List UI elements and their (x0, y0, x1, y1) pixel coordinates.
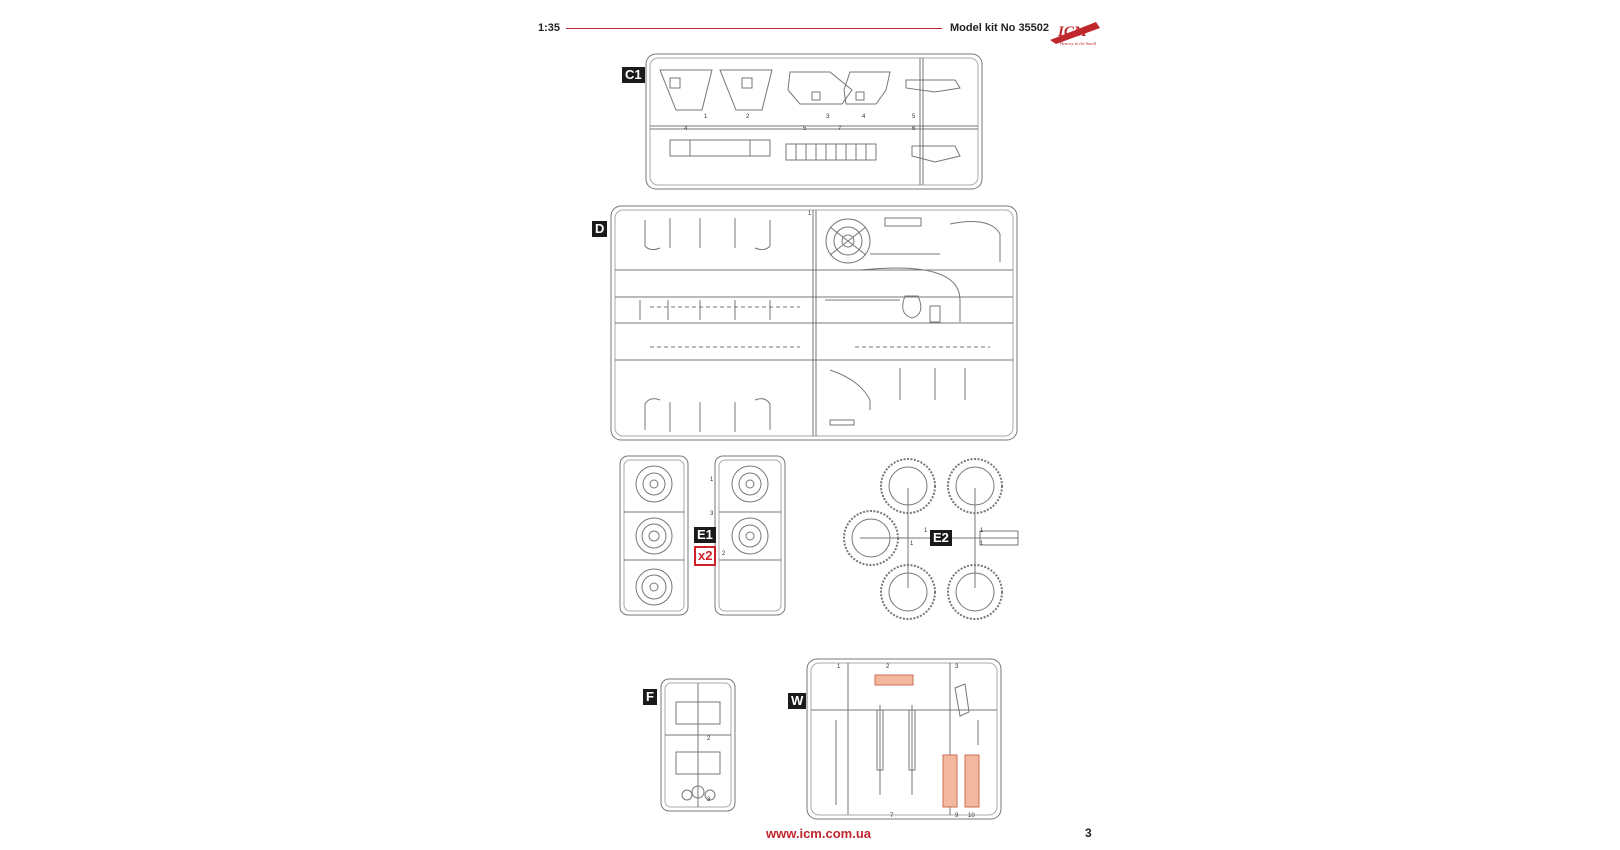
svg-text:2: 2 (722, 551, 726, 557)
sprue-c1-frame (645, 53, 983, 190)
svg-text:9: 9 (955, 813, 959, 819)
svg-text:1: 1 (910, 541, 914, 547)
header-rule (566, 28, 942, 29)
sprue-d-parts (639, 217, 1001, 432)
svg-text:7: 7 (890, 813, 894, 819)
svg-text:5: 5 (912, 114, 916, 120)
sprue-tag-d: D (592, 221, 608, 237)
icm-logo: ICM History in the Small (1046, 18, 1104, 53)
sprue-e1-right (714, 455, 786, 616)
svg-text:6: 6 (912, 126, 916, 132)
svg-text:1: 1 (808, 211, 812, 217)
svg-text:7: 7 (838, 126, 842, 132)
kit-number: Model kit No 35502 (950, 22, 1050, 34)
svg-text:3: 3 (710, 511, 714, 517)
svg-text:2: 2 (746, 114, 750, 120)
svg-text:1: 1 (837, 664, 841, 670)
logo-text: ICM (1057, 24, 1088, 40)
part-numbers: 12 34 56 45 7 1 13 42 11 11 23 12 37 910 (684, 114, 984, 819)
sprue-tag-e1: E1 (694, 527, 716, 543)
sprue-e2-tyres (843, 458, 1019, 620)
sprue-tag-c1: C1 (622, 67, 645, 83)
svg-text:4: 4 (862, 114, 866, 120)
svg-text:4: 4 (684, 126, 688, 132)
logo-tagline: History in the Small (1059, 41, 1097, 46)
svg-text:1: 1 (710, 477, 714, 483)
sprue-f (660, 678, 736, 812)
svg-text:2: 2 (707, 736, 711, 742)
svg-text:3: 3 (955, 664, 959, 670)
sprue-e1-left (619, 455, 689, 616)
page-number: 3 (1085, 826, 1092, 840)
svg-text:1: 1 (924, 528, 928, 534)
icm-logo-mark: ICM History in the Small (1050, 22, 1100, 46)
svg-text:5: 5 (803, 126, 807, 132)
svg-text:2: 2 (886, 664, 890, 670)
sprue-c1-parts (659, 69, 961, 163)
sprue-tag-e2: E2 (930, 530, 952, 546)
website-link[interactable]: www.icm.com.ua (766, 826, 871, 841)
sprue-tag-f: F (643, 689, 657, 705)
quantity-badge: x2 (694, 546, 717, 566)
sprue-d-frame (610, 205, 1018, 441)
svg-text:10: 10 (968, 813, 975, 819)
svg-text:3: 3 (826, 114, 830, 120)
svg-text:3: 3 (707, 797, 711, 803)
svg-text:1: 1 (980, 528, 984, 534)
svg-text:1: 1 (704, 114, 708, 120)
sprue-tag-w: W (788, 693, 807, 709)
svg-text:1: 1 (980, 541, 984, 547)
scale-label: 1:35 (538, 22, 561, 34)
sprue-w (806, 658, 1002, 820)
